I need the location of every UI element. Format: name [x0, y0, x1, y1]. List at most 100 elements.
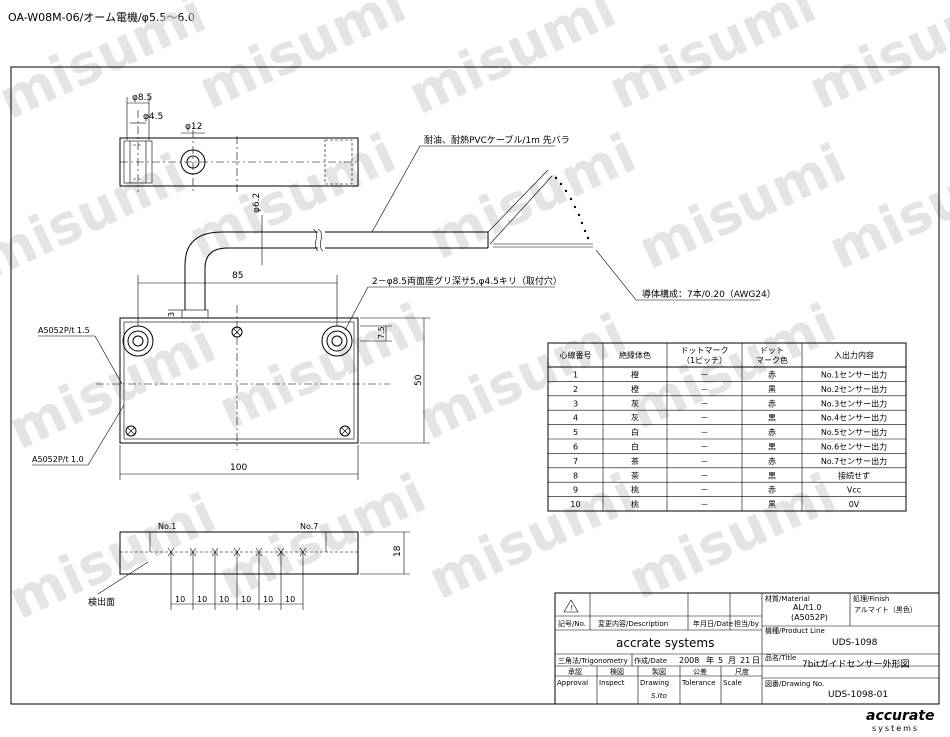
- svg-text:AL/t1.0: AL/t1.0: [793, 603, 821, 612]
- table-header: 入出力内容: [834, 350, 874, 360]
- table-cell: No.6センサー出力: [821, 442, 887, 452]
- svg-text:Scale: Scale: [723, 679, 742, 687]
- table-cell: 0V: [849, 500, 860, 509]
- svg-text:導体構成：7本/0.20（AWG24）: 導体構成：7本/0.20（AWG24）: [642, 288, 776, 300]
- svg-text:UDS-1098: UDS-1098: [832, 638, 878, 648]
- table-header: ドットマーク: [681, 346, 729, 355]
- svg-text:3: 3: [167, 312, 176, 317]
- svg-text:misumi: misumi: [0, 482, 225, 632]
- svg-text:Inspect: Inspect: [599, 679, 625, 687]
- table-cell: 10: [570, 500, 580, 509]
- table-cell: －: [701, 414, 709, 423]
- svg-text:No.7: No.7: [300, 522, 318, 531]
- table-cell: 黒: [768, 471, 776, 480]
- svg-text:年: 年: [706, 655, 714, 665]
- table-cell: No.1センサー出力: [821, 370, 887, 380]
- svg-text:Drawing: Drawing: [640, 679, 669, 687]
- svg-text:misumi: misumi: [189, 0, 415, 122]
- table-cell: 赤: [768, 457, 776, 466]
- title-block: ! 材質/Material AL/t1.0 (A5052P) 処理/Finish…: [554, 592, 940, 705]
- table-cell: 白: [631, 427, 639, 437]
- svg-text:2008: 2008: [679, 656, 699, 665]
- svg-text:misumi: misumi: [0, 0, 215, 132]
- svg-text:misumi: misumi: [209, 292, 435, 442]
- top-view: φ8.5 φ4.5 φ12: [119, 93, 359, 192]
- svg-text:S.Ito: S.Ito: [651, 692, 667, 700]
- table-cell: 茶: [631, 456, 639, 466]
- svg-text:10: 10: [263, 595, 273, 604]
- table-cell: －: [701, 457, 709, 466]
- svg-text:misumi: misumi: [599, 0, 825, 122]
- table-cell: 黒: [768, 500, 776, 509]
- svg-text:変更内容/Description: 変更内容/Description: [598, 619, 668, 628]
- table-cell: 8: [573, 471, 578, 480]
- svg-text:misumi: misumi: [629, 132, 855, 282]
- svg-text:2－φ8.5両面座グリ深サ5,φ4.5キリ（取付穴）: 2－φ8.5両面座グリ深サ5,φ4.5キリ（取付穴）: [372, 275, 562, 287]
- table-cell: No.4センサー出力: [821, 413, 887, 423]
- main-view: 85 2－φ8.5両面座グリ深サ5,φ4.5キリ（取付穴） A5052P/t 1…: [32, 271, 562, 480]
- svg-text:10: 10: [197, 595, 207, 604]
- svg-text:21: 21: [740, 656, 750, 665]
- svg-text:misumi: misumi: [419, 462, 645, 612]
- cable: 耐油、耐熱PVCケーブル/1m 先バラ φ6.2 導体構成：7本/0.20（AW…: [184, 134, 776, 310]
- svg-text:50: 50: [414, 374, 424, 386]
- table-header: ドット: [760, 346, 784, 355]
- svg-text:UDS-1098-01: UDS-1098-01: [828, 690, 888, 700]
- table-border: [547, 342, 907, 512]
- svg-text:Tolerance: Tolerance: [681, 679, 715, 687]
- svg-text:年月日/Date: 年月日/Date: [693, 619, 733, 628]
- svg-text:記号/No.: 記号/No.: [558, 619, 586, 628]
- company-logo: accurate systems: [866, 708, 935, 733]
- svg-text:5: 5: [718, 656, 723, 665]
- svg-text:φ4.5: φ4.5: [143, 112, 163, 122]
- svg-text:品名/Title: 品名/Title: [765, 653, 796, 662]
- table-cell: 灰: [631, 413, 639, 423]
- table-cell: 7: [573, 457, 578, 466]
- svg-text:A5052P/t 1.5: A5052P/t 1.5: [38, 326, 90, 335]
- svg-text:月: 月: [728, 656, 736, 665]
- svg-text:φ8.5: φ8.5: [132, 93, 152, 103]
- table-cell: －: [701, 428, 709, 437]
- svg-text:φ6.2: φ6.2: [252, 193, 262, 213]
- table-cell: 黒: [768, 385, 776, 394]
- table-cell: 赤: [768, 486, 776, 495]
- table-cell: 1: [573, 371, 578, 380]
- svg-text:7.5: 7.5: [377, 326, 386, 339]
- svg-text:misumi: misumi: [179, 122, 405, 272]
- svg-text:10: 10: [219, 595, 229, 604]
- svg-text:アルマイト（黒色）: アルマイト（黒色）: [854, 605, 917, 614]
- svg-text:承認: 承認: [568, 667, 582, 676]
- table-cell: 桃: [631, 499, 639, 509]
- svg-text:misumi: misumi: [619, 462, 845, 612]
- svg-text:18: 18: [393, 545, 403, 557]
- table-header: マーク色: [756, 355, 788, 365]
- svg-text:misumi: misumi: [409, 302, 635, 452]
- svg-text:日: 日: [752, 656, 760, 665]
- table-cell: No.7センサー出力: [821, 456, 887, 466]
- svg-text:10: 10: [175, 595, 185, 604]
- svg-text:7bitガイドセンサー外形図: 7bitガイドセンサー外形図: [802, 658, 909, 670]
- svg-text:(A5052P): (A5052P): [791, 613, 828, 622]
- table-cell: 赤: [768, 428, 776, 437]
- svg-text:85: 85: [232, 271, 243, 281]
- table-cell: 桃: [631, 485, 639, 495]
- table-cell: 茶: [631, 470, 639, 480]
- table-cell: No.2センサー出力: [821, 384, 887, 394]
- table-cell: No.3センサー出力: [821, 398, 887, 408]
- table-cell: －: [701, 471, 709, 480]
- drawing-frame: [10, 66, 940, 705]
- svg-text:No.1: No.1: [158, 522, 176, 531]
- document-title: OA-W08M-06/オーム電機/φ5.5～6.0: [8, 11, 195, 24]
- table-cell: 橙: [631, 384, 639, 394]
- table-cell: －: [701, 371, 709, 380]
- table-cell: －: [701, 385, 709, 394]
- svg-text:10: 10: [241, 595, 251, 604]
- svg-text:三角法/Trigonometry: 三角法/Trigonometry: [558, 656, 628, 665]
- table-cell: 5: [573, 428, 578, 437]
- svg-text:10: 10: [285, 595, 295, 604]
- svg-text:尺度: 尺度: [735, 667, 749, 676]
- svg-text:misumi: misumi: [0, 142, 195, 292]
- table-cell: 黒: [768, 414, 776, 423]
- svg-text:Approval: Approval: [557, 679, 588, 687]
